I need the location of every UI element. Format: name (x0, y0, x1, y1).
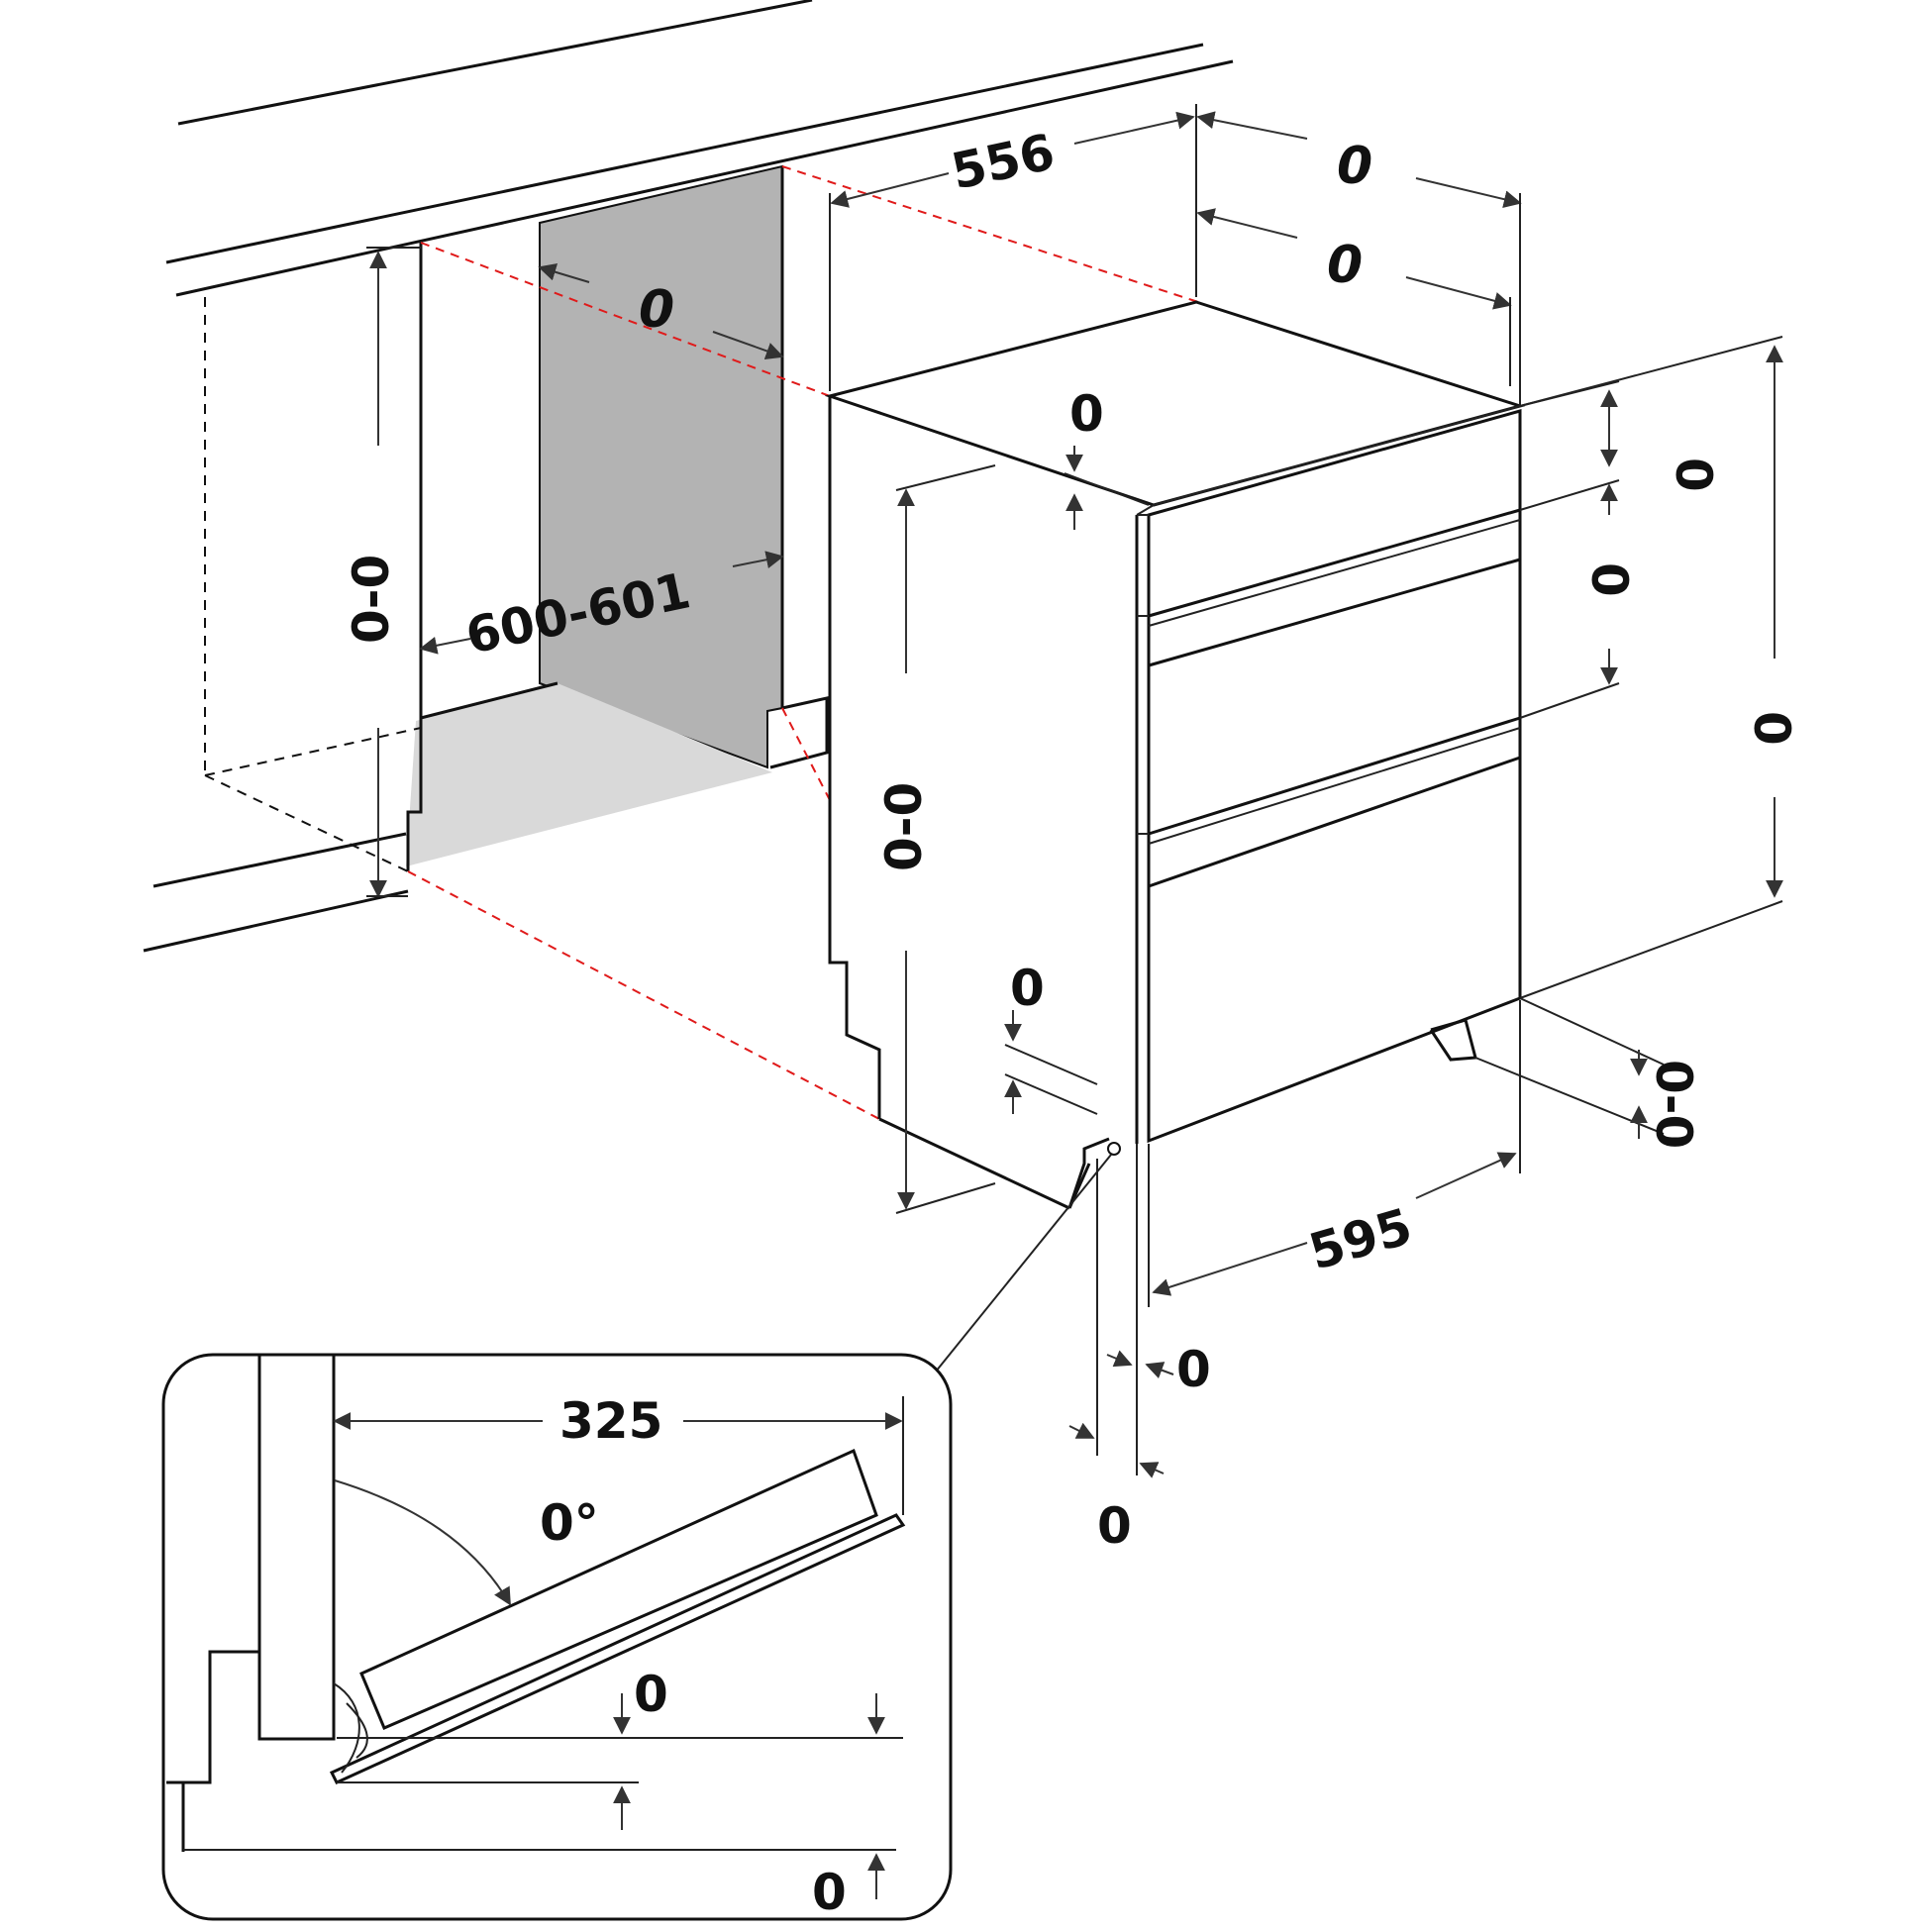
label-depth-top-outer: 0 (1337, 137, 1372, 196)
label-right-total-height: 0 (1743, 711, 1800, 746)
label-depth-top-inner: 0 (1327, 236, 1363, 295)
label-right-drawer-top: 0 (1665, 458, 1722, 492)
drawer-fronts (1137, 508, 1521, 888)
detail-inset (161, 1353, 953, 1921)
label-side-height: 0-0 (875, 782, 933, 871)
detail-labels: 325 0° 0 0 (540, 1392, 847, 1921)
label-depth-front: 556 (947, 123, 1060, 200)
label-niche-height-left: 0-0 (343, 555, 400, 644)
alignment-guides (407, 165, 1199, 1120)
appliance-body (824, 300, 1526, 1210)
adjacent-cabinet-dashed (204, 297, 422, 872)
label-hinge-height: 0 (634, 1666, 668, 1723)
label-appliance-width: 595 (1303, 1197, 1418, 1281)
label-foot-height: 0-0 (1645, 1060, 1702, 1149)
label-plinth-gap: 0 (1010, 960, 1045, 1017)
label-right-drawer-mid: 0 (1580, 562, 1638, 597)
label-door-angle: 0° (540, 1494, 599, 1552)
label-door-clearance: 325 (559, 1392, 662, 1450)
label-door-offset-bottom: 0 (1097, 1497, 1132, 1555)
label-floor-gap: 0 (812, 1864, 847, 1921)
niche-back-wall (406, 164, 783, 866)
label-door-offset-right: 0 (1176, 1341, 1211, 1398)
dimension-lines (366, 104, 1783, 1478)
label-niche-depth: 0 (639, 280, 674, 340)
worktop (165, 0, 1234, 297)
niche-left-panel (143, 166, 829, 953)
label-top-panel-gap: 0 (1069, 385, 1104, 443)
